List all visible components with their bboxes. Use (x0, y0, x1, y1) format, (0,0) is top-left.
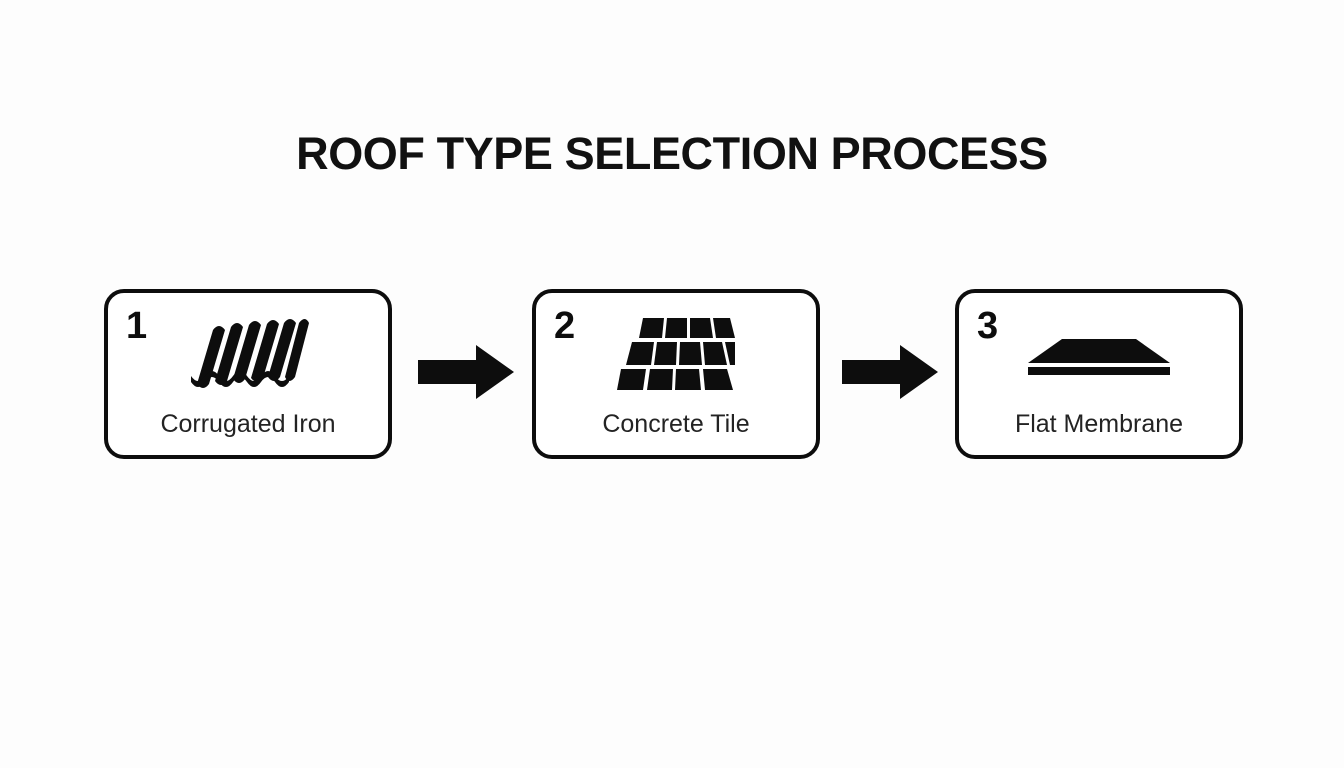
step-card-2[interactable]: 2 (532, 289, 820, 459)
arrow-right-icon (842, 345, 938, 399)
corrugated-sheet-icon (108, 311, 388, 397)
step-number-2: 2 (554, 305, 576, 347)
step-card-1[interactable]: 1 Corrugated Iron (104, 289, 392, 459)
step-card-3[interactable]: 3 Flat Membrane (955, 289, 1243, 459)
flat-slab-icon (959, 311, 1239, 397)
step-number-1: 1 (126, 305, 148, 347)
step-label-3: Flat Membrane (1014, 410, 1184, 438)
step-number-3: 3 (977, 305, 999, 347)
step-label-2: Concrete Tile (602, 410, 750, 438)
arrow-right-icon (418, 345, 514, 399)
step-label-1: Corrugated Iron (160, 410, 336, 438)
page-title: ROOF TYPE SELECTION PROCESS (296, 128, 1048, 179)
process-flow: 1 Corrugated Iron (104, 289, 1243, 459)
tile-grid-icon (536, 311, 816, 397)
